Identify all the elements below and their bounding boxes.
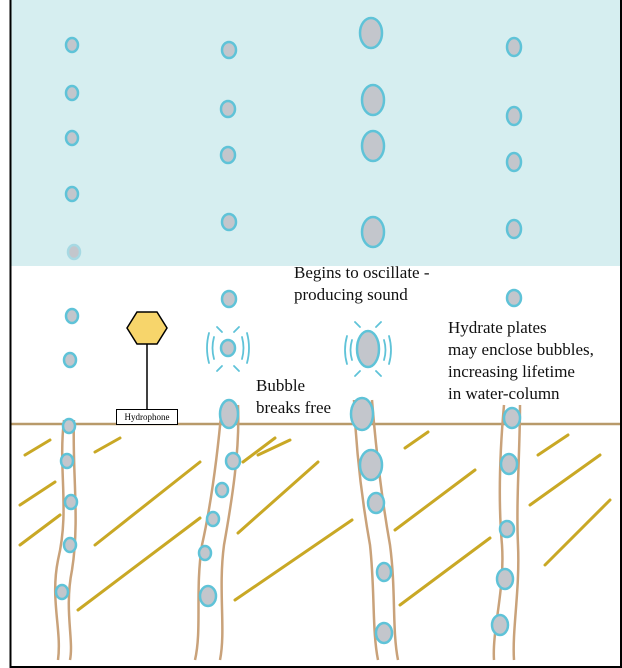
hydrophone-label: Hydrophone	[116, 409, 178, 425]
label-hydrate-plates: Hydrate plates may enclose bubbles, incr…	[448, 317, 594, 405]
upper-water-column	[10, 0, 622, 266]
label-bubble-breaks: Bubble breaks free	[256, 375, 331, 419]
label-begins-oscillate: Begins to oscillate - producing sound	[294, 262, 430, 306]
